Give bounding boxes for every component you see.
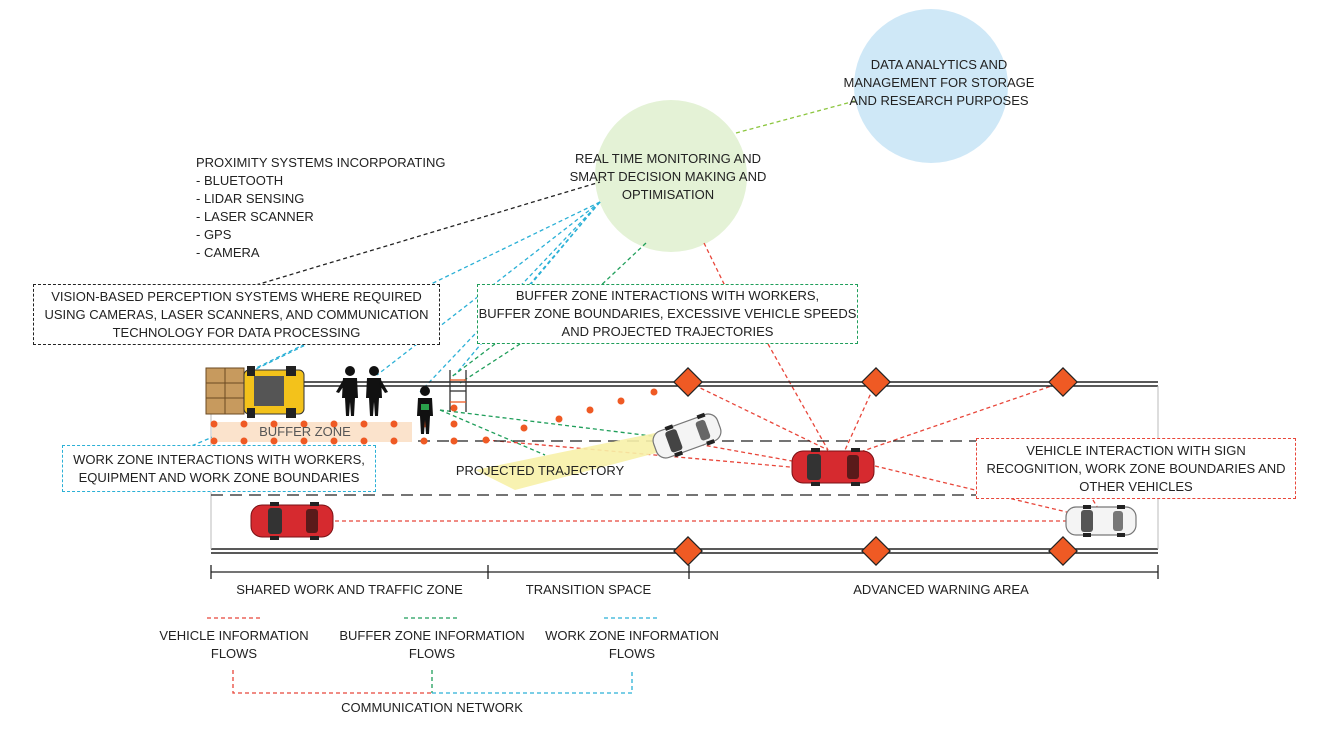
zone-scale-bar	[210, 565, 1159, 579]
warning-sign-icon	[1048, 536, 1078, 566]
work-zone-interactions-box: WORK ZONE INTERACTIONS WITH WORKERS, EQU…	[62, 445, 376, 492]
red-car-icon-lower	[250, 502, 334, 540]
worker-icon-3	[417, 386, 433, 434]
data-analytics-label: DATA ANALYTICS AND MANAGEMENT FOR STORAG…	[843, 57, 1035, 108]
worker-icon-1	[336, 366, 358, 416]
warning-sign-icon	[861, 536, 891, 566]
buffer-zone-flow-lines	[439, 242, 669, 456]
legend-buffer-label: BUFFER ZONE INFORMATION FLOWS	[339, 628, 525, 661]
zone-transition-label: TRANSITION SPACE	[525, 582, 652, 597]
warning-signs	[673, 367, 1078, 566]
vision-perception-box: VISION-BASED PERCEPTION SYSTEMS WHERE RE…	[33, 284, 440, 345]
warning-sign-icon	[673, 367, 703, 397]
barrier-icon	[449, 370, 467, 412]
legend-work-label: WORK ZONE INFORMATION FLOWS	[545, 628, 719, 661]
white-car-icon-right	[1065, 505, 1137, 537]
worker-icon-2	[366, 366, 388, 416]
projected-trajectory-label: PROJECTED TRAJECTORY	[455, 463, 625, 478]
communication-network-bracket	[232, 670, 633, 694]
white-car-icon	[652, 412, 722, 459]
buffer-zone-band	[212, 422, 412, 442]
trajectory-dots	[210, 388, 658, 445]
red-car-icon-middle	[791, 448, 875, 486]
data-analytics-circle	[854, 9, 1008, 163]
legend-vehicle-label: VEHICLE INFORMATION FLOWS	[159, 628, 309, 661]
warning-sign-icon	[861, 367, 891, 397]
warning-sign-icon	[1048, 367, 1078, 397]
proximity-systems-label: PROXIMITY SYSTEMS INCORPORATING - BLUETO…	[196, 155, 446, 260]
warning-sign-icon	[673, 536, 703, 566]
buffer-interactions-box: BUFFER ZONE INTERACTIONS WITH WORKERS, B…	[477, 284, 858, 344]
real-time-monitoring-circle	[595, 100, 747, 252]
projected-trajectory-beam	[475, 432, 660, 490]
forklift-icon	[205, 366, 305, 418]
buffer-zone-label: BUFFER ZONE	[259, 424, 351, 439]
zone-shared-label: SHARED WORK AND TRAFFIC ZONE	[236, 582, 463, 597]
proximity-flow-line	[255, 181, 601, 286]
real-time-monitoring-label: REAL TIME MONITORING AND SMART DECISION …	[569, 151, 767, 202]
zone-advanced-label: ADVANCED WARNING AREA	[853, 582, 1029, 597]
communication-network-label: COMMUNICATION NETWORK	[341, 700, 523, 715]
vehicle-interaction-box: VEHICLE INTERACTION WITH SIGN RECOGNITIO…	[976, 438, 1296, 499]
